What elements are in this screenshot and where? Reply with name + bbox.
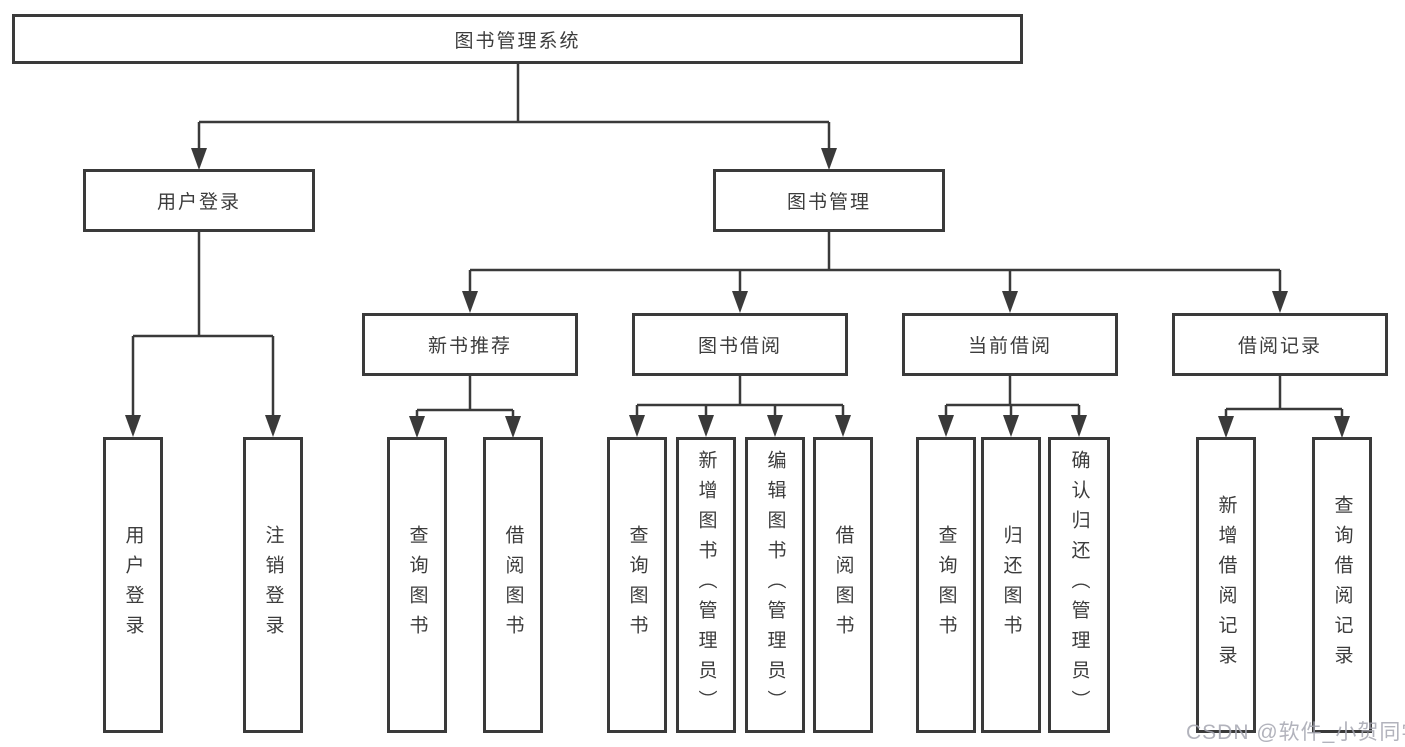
leaf-current-confirm-return-admin: 确认归还（管理员）	[1048, 437, 1110, 733]
node-book-management: 图书管理	[713, 169, 945, 232]
leaf-borrowing-add-admin-label: 新增图书（管理员）	[695, 450, 717, 720]
node-borrowing-records: 借阅记录	[1172, 313, 1388, 376]
leaf-newbooks-borrow: 借阅图书	[483, 437, 543, 733]
leaf-current-return: 归还图书	[981, 437, 1041, 733]
arrow-down-icon	[1071, 415, 1087, 437]
arrow-down-icon	[629, 415, 645, 437]
leaf-current-confirm-return-admin-label: 确认归还（管理员）	[1068, 450, 1090, 720]
arrow-down-icon	[265, 415, 281, 437]
connector-userlogin-to-leaves	[125, 232, 281, 437]
leaf-records-add: 新增借阅记录	[1196, 437, 1256, 733]
node-new-book-recommend-label: 新书推荐	[427, 336, 512, 357]
node-book-management-label: 图书管理	[786, 192, 871, 213]
connector-current-to-leaves	[938, 376, 1087, 437]
arrow-down-icon	[1334, 416, 1350, 438]
arrow-down-icon	[732, 291, 748, 313]
leaf-borrowing-add-admin: 新增图书（管理员）	[676, 437, 736, 733]
node-root-label: 图书管理系统	[454, 30, 581, 52]
connector-borrowing-to-leaves	[629, 376, 851, 437]
leaf-records-add-label: 新增借阅记录	[1215, 495, 1237, 675]
arrow-down-icon	[125, 415, 141, 437]
node-current-borrowing-label: 当前借阅	[967, 336, 1052, 357]
leaf-logout: 注销登录	[243, 437, 303, 733]
arrow-down-icon	[1218, 416, 1234, 438]
leaf-user-login: 用户登录	[103, 437, 163, 733]
leaf-borrowing-query-label: 查询图书	[626, 525, 648, 645]
leaf-current-query-label: 查询图书	[935, 525, 957, 645]
watermark: CSDN @软件_小贺同学	[1186, 721, 1405, 744]
leaf-newbooks-query: 查询图书	[387, 437, 447, 733]
arrow-down-icon	[1003, 415, 1019, 437]
arrow-down-icon	[191, 148, 207, 170]
leaf-user-login-label: 用户登录	[122, 525, 144, 645]
arrow-down-icon	[938, 415, 954, 437]
arrow-down-icon	[409, 416, 425, 438]
leaf-records-query: 查询借阅记录	[1312, 437, 1372, 733]
arrow-down-icon	[462, 291, 478, 313]
node-borrowing-records-label: 借阅记录	[1237, 336, 1322, 357]
connector-bookmgmt-to-level2	[462, 232, 1288, 313]
connector-newbooks-to-leaves	[409, 376, 521, 438]
leaf-borrowing-edit-admin-label: 编辑图书（管理员）	[764, 450, 786, 720]
node-root: 图书管理系统	[12, 14, 1023, 64]
arrow-down-icon	[505, 416, 521, 438]
leaf-newbooks-query-label: 查询图书	[406, 525, 428, 645]
node-new-book-recommend: 新书推荐	[362, 313, 578, 376]
arrow-down-icon	[835, 415, 851, 437]
leaf-current-return-label: 归还图书	[1000, 525, 1022, 645]
arrow-down-icon	[821, 148, 837, 170]
leaf-borrowing-query: 查询图书	[607, 437, 667, 733]
leaf-borrowing-borrow-label: 借阅图书	[832, 525, 854, 645]
arrow-down-icon	[1002, 291, 1018, 313]
node-book-borrowing-label: 图书借阅	[697, 336, 782, 357]
leaf-current-query: 查询图书	[916, 437, 976, 733]
connector-records-to-leaves	[1218, 376, 1350, 438]
node-user-login: 用户登录	[83, 169, 315, 232]
node-current-borrowing: 当前借阅	[902, 313, 1118, 376]
connector-root-to-level1	[191, 64, 837, 170]
leaf-logout-label: 注销登录	[262, 525, 284, 645]
arrow-down-icon	[767, 415, 783, 437]
leaf-newbooks-borrow-label: 借阅图书	[502, 525, 524, 645]
arrow-down-icon	[1272, 291, 1288, 313]
leaf-records-query-label: 查询借阅记录	[1331, 495, 1353, 675]
leaf-borrowing-borrow: 借阅图书	[813, 437, 873, 733]
leaf-borrowing-edit-admin: 编辑图书（管理员）	[745, 437, 805, 733]
node-user-login-label: 用户登录	[156, 192, 241, 213]
node-book-borrowing: 图书借阅	[632, 313, 848, 376]
arrow-down-icon	[698, 415, 714, 437]
